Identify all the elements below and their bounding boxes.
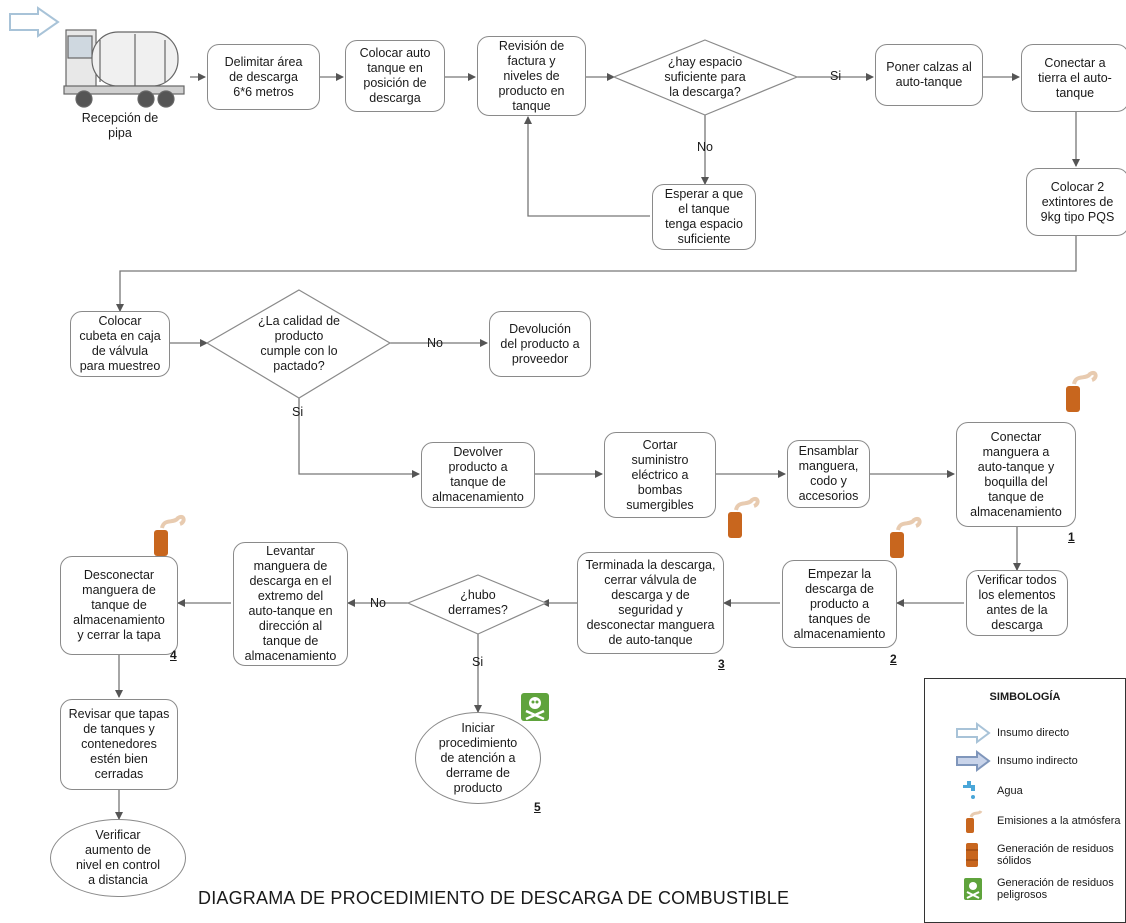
light-arrow-icon xyxy=(9,6,60,38)
recepcion-label: Recepción de pipa xyxy=(81,111,159,140)
step-colocar-auto-tanque: Colocar auto tanque en posición de desca… xyxy=(345,40,445,112)
step-number-3: 3 xyxy=(718,657,725,671)
legend-item: Insumo directo xyxy=(955,719,1125,747)
step-esperar-espacio: Esperar a que el tanque tenga espacio su… xyxy=(652,184,756,250)
emission-icon xyxy=(154,514,186,556)
decision-diamond-derrames xyxy=(406,574,548,635)
label-si-derrames: Si xyxy=(472,655,484,669)
step-verificar-aumento: Verificar aumento de nivel en control a … xyxy=(50,819,186,897)
tanker-truck-icon xyxy=(63,29,185,108)
step-devolucion-proveedor: Devolución del producto a proveedor xyxy=(489,311,591,377)
step-empezar-descarga: Empezar la descarga de producto a tanque… xyxy=(782,560,897,648)
label-si-calidad: Si xyxy=(292,405,304,419)
step-number-5: 5 xyxy=(534,800,541,814)
legend-label: Generación de residuos peligrosos xyxy=(997,877,1114,901)
label-no-derrames: No xyxy=(370,596,386,610)
faucet-icon xyxy=(963,781,975,799)
label-si-espacio: Si xyxy=(830,69,842,83)
step-colocar-extintores: Colocar 2 extintores de 9kg tipo PQS xyxy=(1026,168,1126,236)
step-conectar-tierra: Conectar a tierra el auto- tanque xyxy=(1021,44,1126,112)
step-number-2: 2 xyxy=(890,652,897,666)
step-terminada-descarga: Terminada la descarga, cerrar válvula de… xyxy=(577,552,724,654)
legend-label: Agua xyxy=(997,785,1023,797)
step-desconectar-manguera: Desconectar manguera de tanque de almace… xyxy=(60,556,178,655)
decision-calidad: ¿La calidad de producto cumple con lo pa… xyxy=(257,314,340,373)
step-cortar-suministro: Cortar suministro eléctrico a bombas sum… xyxy=(604,432,716,518)
step-ensamblar-manguera: Ensamblar manguera, codo y accesorios xyxy=(787,440,870,508)
label-no-espacio: No xyxy=(697,140,713,154)
decision-hay-espacio: ¿hay espacio suficiente para la descarga… xyxy=(664,54,746,99)
legend-label: Generación de residuos sólidos xyxy=(997,843,1114,867)
step-poner-calzas: Poner calzas al auto-tanque xyxy=(875,44,983,106)
emission-icon xyxy=(1066,370,1098,412)
emission-icon xyxy=(966,810,983,833)
step-revisar-tapas: Revisar que tapas de tanques y contenedo… xyxy=(60,699,178,790)
dark-arrow-icon xyxy=(956,750,991,772)
step-colocar-cubeta: Colocar cubeta en caja de válvula para m… xyxy=(70,311,170,377)
step-devolver-producto: Devolver producto a tanque de almacenami… xyxy=(421,442,535,508)
legend: SIMBOLOGÍA Insumo directo Insumo indirec… xyxy=(924,678,1126,923)
barrel-icon xyxy=(966,843,978,867)
legend-item: Insumo indirecto xyxy=(955,747,1125,775)
legend-label: Emisiones a la atmósfera xyxy=(997,815,1121,827)
step-revision-factura: Revisión de factura y niveles de product… xyxy=(477,36,586,116)
decision-diamond-espacio xyxy=(612,39,799,116)
legend-item: Agua xyxy=(955,777,1125,805)
hazard-icon xyxy=(521,693,549,721)
label-no-calidad: No xyxy=(427,336,443,350)
diagram-title: DIAGRAMA DE PROCEDIMIENTO DE DESCARGA DE… xyxy=(198,888,790,908)
legend-item: Generación de residuos sólidos xyxy=(955,841,1125,869)
decision-diamond-calidad xyxy=(205,289,392,399)
emission-icon xyxy=(890,516,922,558)
legend-title: SIMBOLOGÍA xyxy=(989,691,1061,703)
step-number-4: 4 xyxy=(170,648,177,662)
legend-label: Insumo indirecto xyxy=(997,755,1078,767)
emission-icon xyxy=(728,496,760,538)
light-arrow-icon xyxy=(956,722,991,744)
legend-item: Emisiones a la atmósfera xyxy=(955,807,1125,835)
step-iniciar-procedimiento: Iniciar procedimiento de atención a derr… xyxy=(415,712,541,804)
legend-label: Insumo directo xyxy=(997,727,1070,739)
step-conectar-manguera: Conectar manguera a auto-tanque y boquil… xyxy=(956,422,1076,527)
step-delimitar-area: Delimitar área de descarga 6*6 metros xyxy=(207,44,320,110)
step-levantar-manguera: Levantar manguera de descarga en el extr… xyxy=(233,542,348,666)
hazard-icon xyxy=(964,878,982,900)
decision-hubo-derrames: ¿hubo derrames? xyxy=(448,588,508,617)
step-number-1: 1 xyxy=(1068,530,1075,544)
legend-item: Generación de residuos peligrosos xyxy=(955,875,1125,903)
step-verificar-elementos: Verificar todos los elementos antes de l… xyxy=(966,570,1068,636)
